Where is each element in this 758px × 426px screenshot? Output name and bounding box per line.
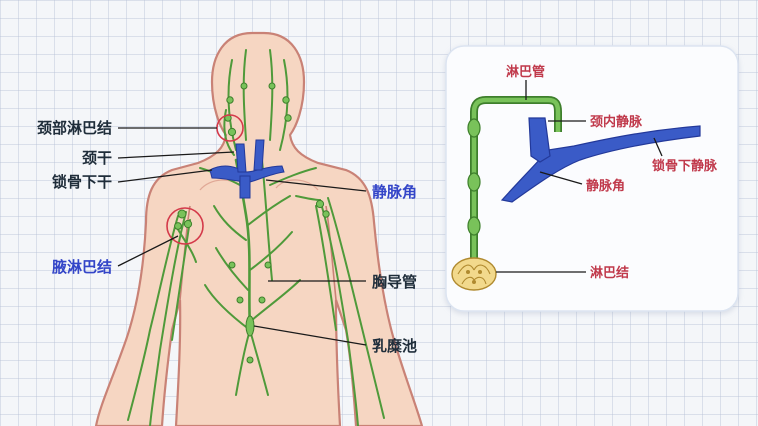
lymph-vessel [269,167,317,186]
inset-panel: 淋巴管 颈内静脉 锁骨下静脉 静脉角 淋巴结 [445,45,739,312]
lymph-node [177,209,187,219]
lymphatic-network [127,49,385,426]
lymph-node [315,199,325,209]
vessel-valve [467,216,481,236]
lymph-vessel [247,195,291,226]
lymph-vessel [295,195,321,201]
label-subclavian-trunk: 锁骨下干 [52,173,112,191]
body-silhouette [94,31,424,426]
lymph-node [240,82,248,90]
inset-card [445,45,739,312]
lymph-vessel [319,199,359,426]
lymph-vessel [249,329,269,396]
label-venous-angle: 静脉角 [372,183,417,201]
lymph-nodes [174,82,330,364]
lymph-node [228,261,236,269]
lymph-node [226,96,234,104]
lymph-node [246,356,254,364]
lymph-vessel [279,59,289,151]
lymph-vessel [213,205,247,241]
label-thoracic-duct: 胸导管 [372,273,417,291]
body-figure [94,31,424,426]
lymph-node [268,82,276,90]
inset-lymph-node [451,257,497,291]
inset-label-internal-jugular-vein: 颈内静脉 [590,114,643,130]
lymph-vessel [269,49,274,141]
cisterna-chyli-shape [245,315,255,337]
inset-label-venous-angle: 静脉角 [586,178,625,194]
lymph-node [282,96,290,104]
lymph-vessel [215,247,249,291]
lymph-vessel [327,197,385,419]
vessel-valve [467,118,481,138]
lymph-node [264,261,272,269]
lymph-node [174,222,182,230]
lymph-vessel [127,215,179,421]
inset-label-lymph-vessel: 淋巴管 [506,64,545,80]
inset-label-lymph-node: 淋巴结 [590,265,629,281]
vessel-valve [467,172,481,192]
inset-leader-subclavian [653,137,663,157]
inset-lymph-vessel-inner [471,97,561,262]
lymph-vessel [242,49,247,141]
jugular-vein-shape [235,143,247,173]
lymph-node [258,296,266,304]
lymph-node [322,210,330,218]
brachiocephalic-vein-shape [239,175,251,199]
axillary-node-highlight [166,207,204,245]
inset-leader-venous-angle [539,171,583,185]
body-veins [209,139,285,199]
label-neck-lymph-node: 颈部淋巴结 [36,119,112,137]
inset-label-subclavian-vein: 锁骨下静脉 [652,158,718,174]
lymph-node [236,296,244,304]
lymph-vessel [249,231,293,271]
inset-vessel-valves [467,118,481,236]
lymph-vessel [171,219,191,341]
label-cisterna-chyli: 乳糜池 [372,337,417,355]
body-labels: 颈部淋巴结 颈干 锁骨下干 腋淋巴结 静脉角 胸导管 乳糜池 [36,119,417,355]
leader-lines [117,127,367,346]
jugular-vein-shape [253,139,265,171]
lymph-vessel [149,211,187,426]
lymph-vessel [315,205,337,331]
lymph-node [284,114,292,122]
inset-jugular-vein [528,117,551,163]
lymph-node [183,219,193,229]
lymph-vessel [204,284,251,331]
label-axillary-lymph-node: 腋淋巴结 [52,258,112,276]
right-scapula-contour [275,179,319,191]
lymph-node [227,127,237,137]
label-jugular-trunk: 颈干 [81,149,112,167]
lymph-vessel [251,279,301,321]
